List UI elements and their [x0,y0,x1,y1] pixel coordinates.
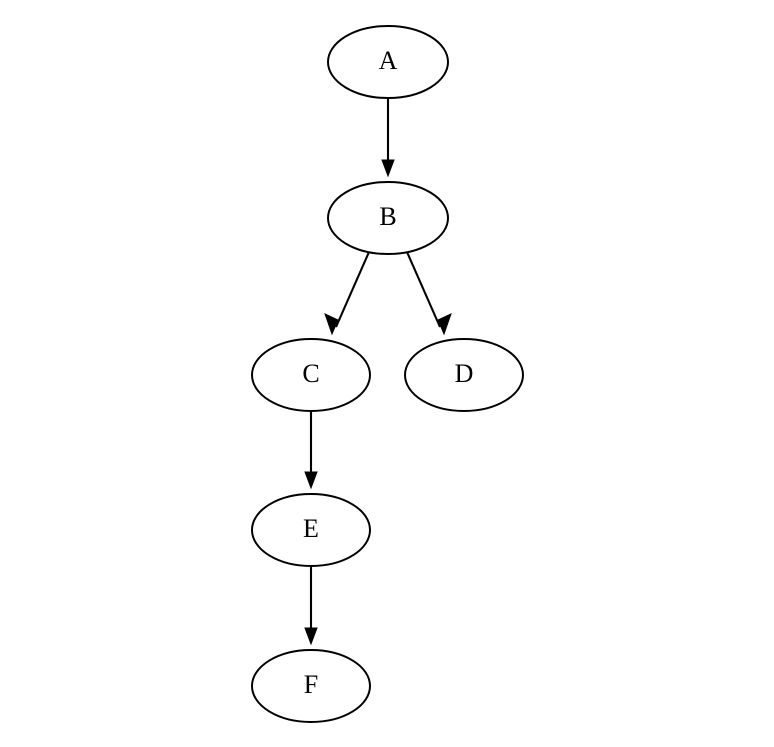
node-b-label: B [379,202,396,231]
node-f[interactable]: F [251,649,371,723]
edge-b-d-arrowhead [437,313,452,336]
edge-b-c-line [335,251,370,328]
node-d[interactable]: D [404,338,524,412]
node-c-ellipse[interactable] [251,338,371,412]
node-a[interactable]: A [327,25,449,99]
edge-c-e [304,411,318,490]
node-b-ellipse[interactable] [327,181,449,255]
node-b[interactable]: B [327,181,449,255]
edges-group [304,98,452,646]
node-d-ellipse[interactable] [404,338,524,412]
edge-e-f [304,566,318,646]
node-a-label: A [379,46,398,75]
nodes-group: A B C D E F [251,25,524,723]
node-f-ellipse[interactable] [251,649,371,723]
edge-e-f-arrowhead [304,627,318,646]
edge-b-d [406,251,452,336]
node-c[interactable]: C [251,338,371,412]
edge-b-d-line [406,251,441,328]
edge-a-b [381,98,395,178]
node-a-ellipse[interactable] [327,25,449,99]
edge-a-b-arrowhead [381,159,395,178]
node-e-label: E [303,514,319,543]
node-e[interactable]: E [251,493,371,567]
node-d-label: D [455,359,474,388]
node-f-label: F [304,670,318,699]
node-e-ellipse[interactable] [251,493,371,567]
edge-b-c-arrowhead [324,313,339,336]
node-c-label: C [302,359,319,388]
edge-b-c [324,251,370,336]
edge-c-e-arrowhead [304,471,318,490]
